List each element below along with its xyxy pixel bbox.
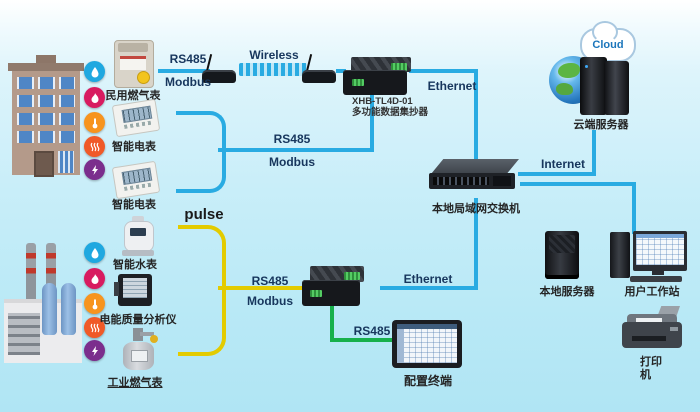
line-rs485-yellow	[218, 286, 306, 290]
factory-chimney	[46, 243, 56, 305]
smart-electric-meter-1-label: 智能电表	[112, 141, 156, 153]
residential-door	[34, 151, 54, 177]
printer	[622, 306, 684, 352]
wireless-label: Wireless	[249, 48, 299, 62]
thermometer-icon	[84, 112, 105, 133]
wireless-router-icon	[302, 54, 338, 84]
workstation-label: 用户工作站	[624, 286, 680, 298]
terminal-block	[310, 290, 322, 297]
brace-electric-meters-bottom	[176, 148, 226, 193]
flame-icon	[84, 268, 105, 289]
heat-waves-icon	[84, 317, 105, 338]
line-rs485-mid	[218, 148, 374, 152]
printer-label-line1: 打印	[640, 356, 662, 368]
residential-rooftop	[36, 55, 56, 65]
cloud-badge: Cloud	[592, 39, 624, 51]
modbus-yellow-label: Modbus	[247, 294, 293, 308]
terminal-block	[344, 272, 360, 280]
factory-building	[4, 243, 84, 363]
factory-tank	[42, 283, 57, 335]
line-internet-v	[592, 130, 596, 176]
line-router-to-collector	[336, 69, 346, 73]
industrial-gas-meter	[120, 328, 158, 374]
brace-pulse-top	[178, 225, 226, 296]
config-terminal-label: 配置终端	[403, 374, 452, 388]
brace-pulse-bottom	[178, 286, 226, 356]
rs485-mid-label: RS485	[273, 132, 311, 146]
line-workstation-v	[632, 182, 636, 234]
ethernet-top-label: Ethernet	[427, 79, 477, 93]
smart-water-meter	[122, 216, 154, 256]
line-internet-h	[518, 172, 596, 176]
data-collector-1	[343, 57, 413, 97]
heat-waves-icon	[84, 136, 105, 157]
residential-roof-ledge	[8, 63, 84, 71]
line-ethernet-low-v	[474, 198, 478, 290]
rs485-green-label: RS485	[353, 324, 391, 338]
brace-electric-meters-top	[176, 111, 226, 156]
power-quality-analyzer-label: 电能质量分析仪	[99, 314, 177, 326]
lightning-icon	[84, 159, 105, 180]
residential-building	[8, 55, 84, 177]
cloud-server-label: 云端服务器	[573, 119, 629, 131]
cloud-icon: Cloud	[580, 21, 636, 62]
smart-water-meter-label: 智能水表	[113, 259, 157, 271]
residential-body	[12, 71, 80, 177]
ethernet-low-label: Ethernet	[403, 272, 453, 286]
line-ethernet-low-h	[380, 286, 478, 290]
pulse-label: pulse	[184, 206, 224, 223]
cloud-server-tower	[580, 57, 607, 115]
config-terminal	[392, 320, 462, 368]
lan-switch-label: 本地局域网交换机	[432, 203, 520, 215]
internet-label: Internet	[540, 157, 585, 171]
rs485-top-label: RS485	[169, 52, 207, 66]
collector-model-label: XHB-TL4D-01	[352, 96, 413, 107]
industrial-gas-meter-label: 工业燃气表	[107, 377, 163, 389]
printer-label-line2: 机	[640, 369, 651, 381]
smart-electric-meter-1	[111, 98, 161, 138]
line-rs485-green-v	[330, 306, 334, 342]
cloud-server-tower	[604, 61, 629, 115]
water-drop-icon	[84, 61, 105, 82]
line-ethernet-top-v	[474, 69, 478, 162]
workstation-keyboard	[630, 276, 682, 282]
power-quality-analyzer	[114, 274, 152, 306]
modbus-mid-label: Modbus	[269, 155, 315, 169]
factory-chimney	[26, 243, 36, 305]
line-rs485-green-h	[330, 338, 394, 342]
workstation-monitor	[633, 231, 687, 271]
factory-tank	[61, 283, 76, 335]
wireless-link-band	[239, 63, 307, 76]
factory-unit	[8, 313, 40, 355]
wireless-router-icon	[202, 54, 238, 84]
line-rs485-top	[158, 69, 210, 73]
collector-name-label: 多功能数据集抄器	[352, 107, 429, 118]
line-workstation-h	[520, 182, 636, 186]
line-collector1-drop	[370, 94, 374, 152]
switch-ports	[433, 177, 489, 185]
water-drop-icon	[84, 242, 105, 263]
flame-icon	[84, 87, 105, 108]
smart-electric-meter-2-label: 智能电表	[112, 199, 156, 211]
smart-electric-meter-2	[111, 160, 161, 200]
lan-switch	[429, 158, 521, 200]
terminal-block	[391, 63, 407, 71]
local-server-label: 本地服务器	[539, 286, 595, 298]
thermometer-icon	[84, 293, 105, 314]
rs485-yellow-label: RS485	[251, 274, 289, 288]
residential-ground-windows	[58, 151, 74, 173]
residential-gas-meter	[114, 40, 154, 88]
data-collector-2	[302, 264, 364, 310]
modbus-top-label: Modbus	[165, 75, 211, 89]
workstation-tower	[610, 232, 630, 278]
local-server-tower	[545, 231, 579, 279]
terminal-block	[352, 79, 364, 86]
lightning-icon	[84, 340, 105, 361]
line-ethernet-top-h	[409, 69, 478, 73]
